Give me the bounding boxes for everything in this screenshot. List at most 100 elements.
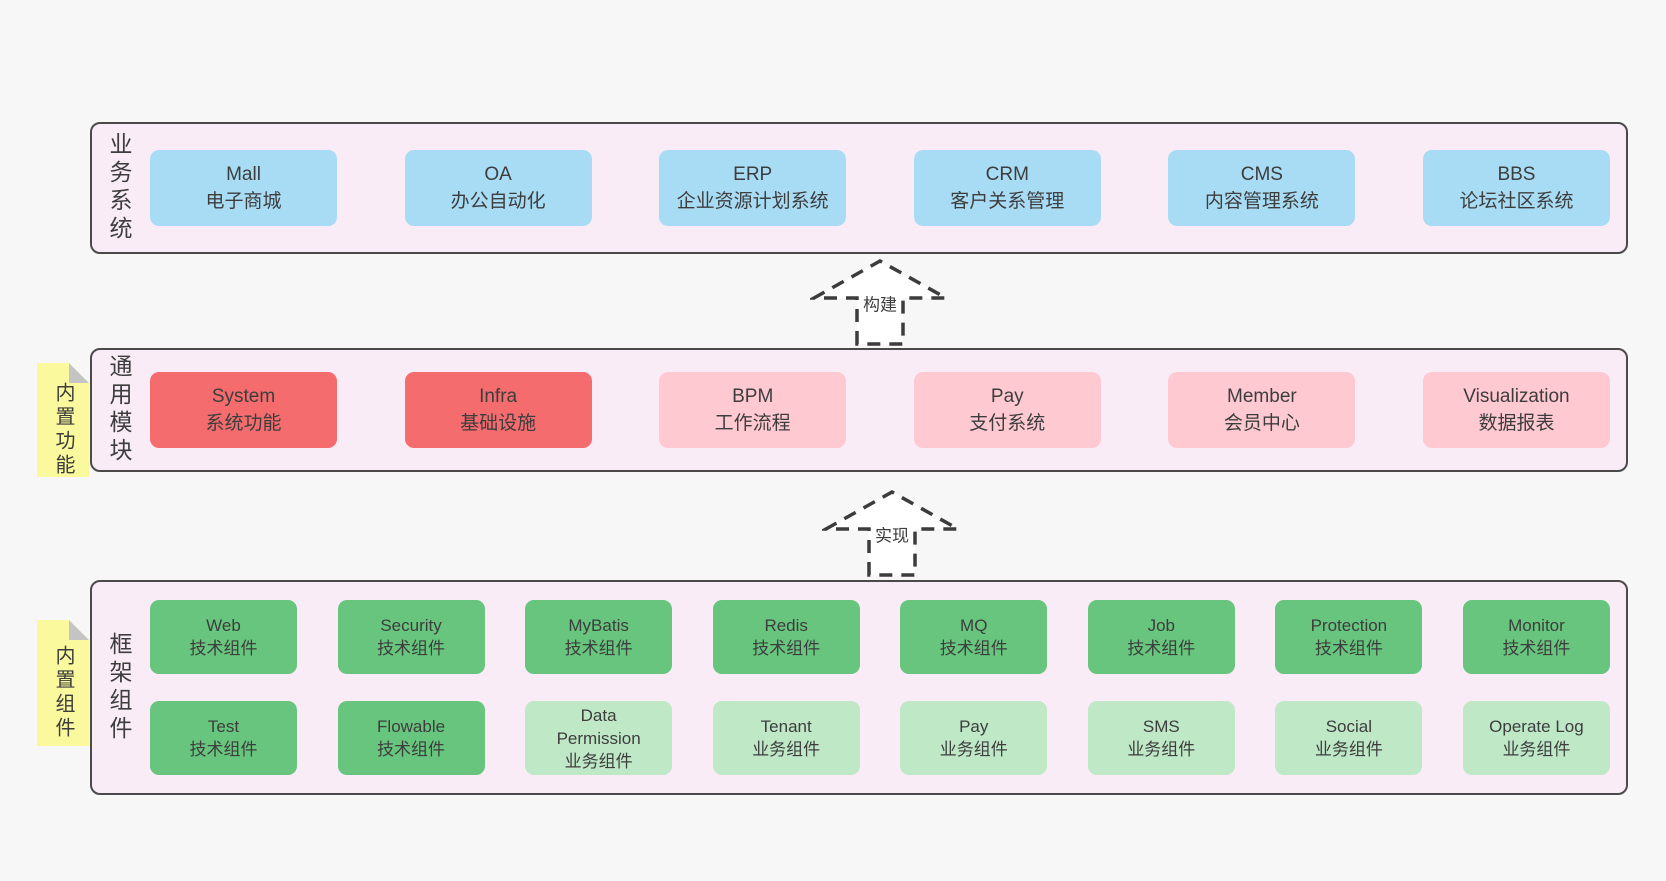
module-box-system: System 系统功能 (150, 372, 337, 448)
implement-arrow-label: 实现 (872, 520, 912, 548)
module-box-operate-log: Operate Log 业务组件 (1462, 701, 1610, 775)
folded-corner-icon (69, 620, 89, 640)
module-box-sms: SMS 业务组件 (1087, 701, 1235, 775)
module-box-data-permission: Data Permission 业务组件 (525, 701, 673, 775)
box-title: CMS (1240, 164, 1283, 185)
module-box-bbs: BBS 论坛社区系统 (1422, 150, 1610, 226)
box-subtitle: 技术组件 (752, 639, 821, 658)
box-title: Flowable (377, 717, 446, 736)
module-box-monitor: Monitor 技术组件 (1462, 600, 1610, 674)
box-title: MQ (960, 616, 988, 635)
layer-label-common-modules: 通用模块 (106, 354, 132, 466)
box-title: MyBatis (568, 616, 629, 635)
folded-corner-icon (69, 363, 89, 383)
box-title: Visualization (1463, 386, 1570, 407)
box-subtitle: 技术组件 (1502, 639, 1571, 658)
box-title: Social (1325, 717, 1373, 736)
box-title: Pay (990, 386, 1024, 407)
box-subtitle: 客户关系管理 (950, 191, 1065, 212)
box-subtitle: 技术组件 (1127, 639, 1196, 658)
box-title: Redis (764, 616, 808, 635)
box-title: BPM (732, 386, 774, 407)
box-subtitle: 业务组件 (564, 751, 633, 771)
box-subtitle: 电子商城 (205, 191, 282, 212)
box-subtitle: 论坛社区系统 (1459, 191, 1574, 212)
box-title: Pay (959, 717, 989, 736)
box-title: Monitor (1508, 616, 1565, 635)
box-title: Infra (479, 386, 518, 407)
box-subtitle: 业务组件 (1127, 740, 1196, 759)
box-subtitle: 技术组件 (1314, 639, 1383, 658)
box-title: BBS (1497, 164, 1536, 185)
box-subtitle: 企业资源计划系统 (676, 191, 829, 212)
box-subtitle: 技术组件 (377, 740, 446, 759)
box-title: Operate Log (1489, 717, 1584, 736)
box-title: Protection (1310, 616, 1388, 635)
module-box-job: Job 技术组件 (1087, 600, 1235, 674)
box-title: Job (1147, 616, 1176, 635)
module-box-social: Social 业务组件 (1275, 701, 1423, 775)
box-subtitle: 技术组件 (377, 639, 446, 658)
box-subtitle: 办公自动化 (450, 191, 546, 212)
layer-label-business-systems: 业务系统 (106, 132, 132, 244)
box-subtitle: 基础设施 (460, 413, 537, 434)
module-box-bpm: BPM 工作流程 (659, 372, 847, 448)
box-subtitle: 技术组件 (939, 639, 1008, 658)
layer-label-framework-components: 框架组件 (106, 631, 132, 744)
sticky-note-built-in-components: 内置组件 (37, 620, 89, 746)
module-box-visualization: Visualization 数据报表 (1422, 372, 1610, 448)
box-title: System (211, 386, 276, 407)
sticky-note-label: 内置功能 (52, 382, 74, 478)
box-title: Security (380, 616, 442, 635)
box-title: CRM (985, 164, 1029, 185)
sticky-note-label: 内置组件 (52, 645, 74, 741)
module-box-pay: Pay 业务组件 (900, 701, 1048, 775)
box-title: Member (1227, 386, 1297, 407)
build-arrow-label: 构建 (860, 289, 900, 317)
module-box-redis: Redis 技术组件 (712, 600, 860, 674)
module-box-protection: Protection 技术组件 (1275, 600, 1423, 674)
box-subtitle: 内容管理系统 (1204, 191, 1319, 212)
box-subtitle: 业务组件 (939, 740, 1008, 759)
module-box-tenant: Tenant 业务组件 (712, 701, 860, 775)
module-box-flowable: Flowable 技术组件 (337, 701, 485, 775)
box-title: Mall (226, 164, 261, 185)
module-box-mq: MQ 技术组件 (900, 600, 1048, 674)
business-systems-row: Mall 电子商城 OA 办公自动化 ERP 企业资源计划系统 CRM 客户关系管理 CMS 内容… (130, 150, 1626, 226)
box-subtitle: 业务组件 (1502, 740, 1571, 759)
layer-business-systems: 业务系统 Mall 电子商城 OA 办公自动化 ERP 企业资源计划系统 CRM 客户关系管理… (90, 122, 1628, 254)
module-box-pay: Pay 支付系统 (913, 372, 1101, 448)
box-title: SMS (1142, 717, 1180, 736)
box-title: OA (484, 164, 512, 185)
module-box-cms: CMS 内容管理系统 (1168, 150, 1356, 226)
box-subtitle: 系统功能 (205, 413, 282, 434)
box-title: ERP (733, 164, 773, 185)
sticky-note-built-in-functions: 内置功能 (37, 363, 89, 477)
box-title: Tenant (760, 717, 812, 736)
box-subtitle: 业务组件 (1314, 740, 1383, 759)
box-subtitle: 工作流程 (714, 413, 791, 434)
box-title: Test (207, 717, 240, 736)
box-subtitle: 支付系统 (969, 413, 1046, 434)
box-subtitle: 业务组件 (752, 740, 821, 759)
box-subtitle: 技术组件 (189, 740, 258, 759)
module-box-mall: Mall 电子商城 (150, 150, 337, 226)
build-arrow: 构建 (810, 256, 950, 347)
module-box-infra: Infra 基础设施 (404, 372, 592, 448)
module-box-crm: CRM 客户关系管理 (913, 150, 1101, 226)
module-box-security: Security 技术组件 (337, 600, 485, 674)
module-box-erp: ERP 企业资源计划系统 (659, 150, 847, 226)
module-box-oa: OA 办公自动化 (404, 150, 592, 226)
box-title: Data Permission (556, 705, 641, 748)
box-title: Web (206, 616, 241, 635)
box-subtitle: 数据报表 (1478, 413, 1555, 434)
